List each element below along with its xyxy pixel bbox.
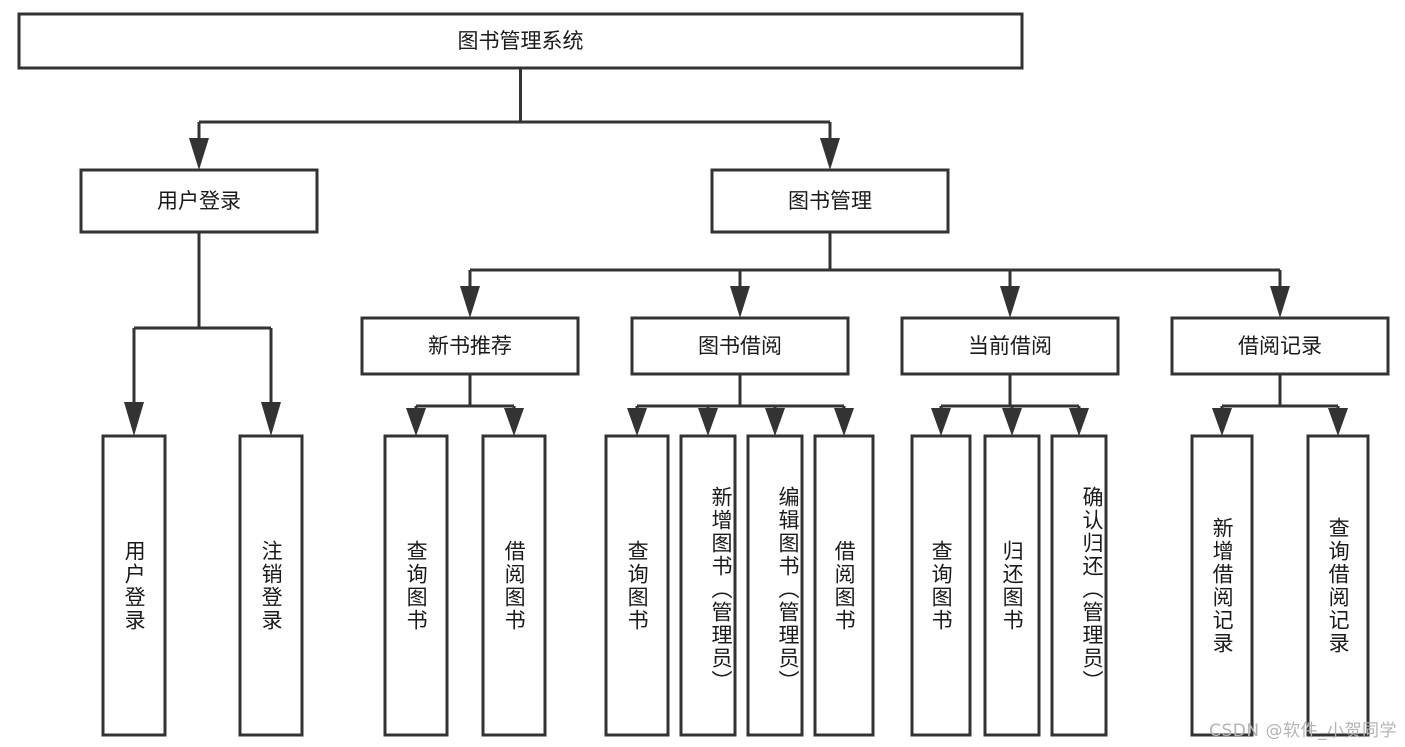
arrowhead-leaf-2 [261, 402, 281, 436]
leaf-box-query-book-3[interactable] [910, 434, 972, 737]
leaf-box-add-book-admin[interactable] [679, 434, 737, 737]
arrowhead-leaf-9 [931, 408, 951, 436]
node-root-box[interactable] [17, 12, 1024, 70]
arrowhead-leaf-13 [1328, 408, 1348, 436]
leaf-box-user-login[interactable] [101, 434, 167, 737]
arrowhead-new-book [460, 286, 480, 318]
leaf-box-return-book[interactable] [983, 434, 1041, 737]
arrowhead-borrow [730, 286, 750, 318]
arrowhead-user-login [189, 138, 209, 170]
node-root-label: 图书管理系统 [458, 29, 584, 53]
leaf-box-logout[interactable] [238, 434, 304, 737]
arrowhead-leaf-11 [1069, 408, 1089, 436]
arrowhead-leaf-6 [698, 408, 718, 436]
arrowhead-leaf-10 [1002, 408, 1022, 436]
connector-layer [124, 68, 1348, 436]
leaf-box-edit-book-admin[interactable] [746, 434, 804, 737]
leaf-box-query-borrow-record[interactable] [1306, 434, 1370, 737]
leaf-box-confirm-return-admin[interactable] [1050, 434, 1108, 737]
node-new-book-recommend-box[interactable] [360, 316, 580, 376]
csdn-watermark: CSDN @软件_小贺同学 [1209, 721, 1397, 741]
arrowhead-leaf-1 [124, 402, 144, 436]
leaf-box-query-book-1[interactable] [383, 434, 449, 737]
arrowhead-leaf-5 [627, 408, 647, 436]
node-current-borrow-label: 当前借阅 [968, 334, 1052, 358]
node-borrow-record-label: 借阅记录 [1238, 334, 1322, 358]
node-borrow-record-box[interactable] [1170, 316, 1390, 376]
node-current-borrow-box[interactable] [900, 316, 1120, 376]
arrowhead-record [1270, 286, 1290, 318]
arrowhead-leaf-3 [406, 408, 426, 436]
node-book-management-label: 图书管理 [788, 189, 872, 213]
leaf-box-borrow-book-1[interactable] [481, 434, 547, 737]
node-user-login-label: 用户登录 [157, 189, 241, 213]
arrowhead-leaf-12 [1212, 408, 1232, 436]
arrowhead-leaf-8 [834, 408, 854, 436]
node-new-book-recommend-label: 新书推荐 [428, 334, 512, 358]
leaf-box-query-book-2[interactable] [604, 434, 670, 737]
node-layer: 图书管理系统 用户登录 图书管理 新书推荐 图书借阅 当前借阅 借阅记录 [17, 12, 1390, 737]
node-user-login-box[interactable] [79, 168, 319, 234]
node-book-borrow-label: 图书借阅 [698, 334, 782, 358]
arrowhead-current [1000, 286, 1020, 318]
arrowhead-leaf-4 [504, 408, 524, 436]
node-book-management-box[interactable] [710, 168, 950, 234]
leaf-box-borrow-book-2[interactable] [813, 434, 875, 737]
leaf-box-add-borrow-record[interactable] [1190, 434, 1254, 737]
arrowhead-leaf-7 [765, 408, 785, 436]
arrowhead-book-mgmt [820, 138, 840, 170]
node-book-borrow-box[interactable] [630, 316, 850, 376]
